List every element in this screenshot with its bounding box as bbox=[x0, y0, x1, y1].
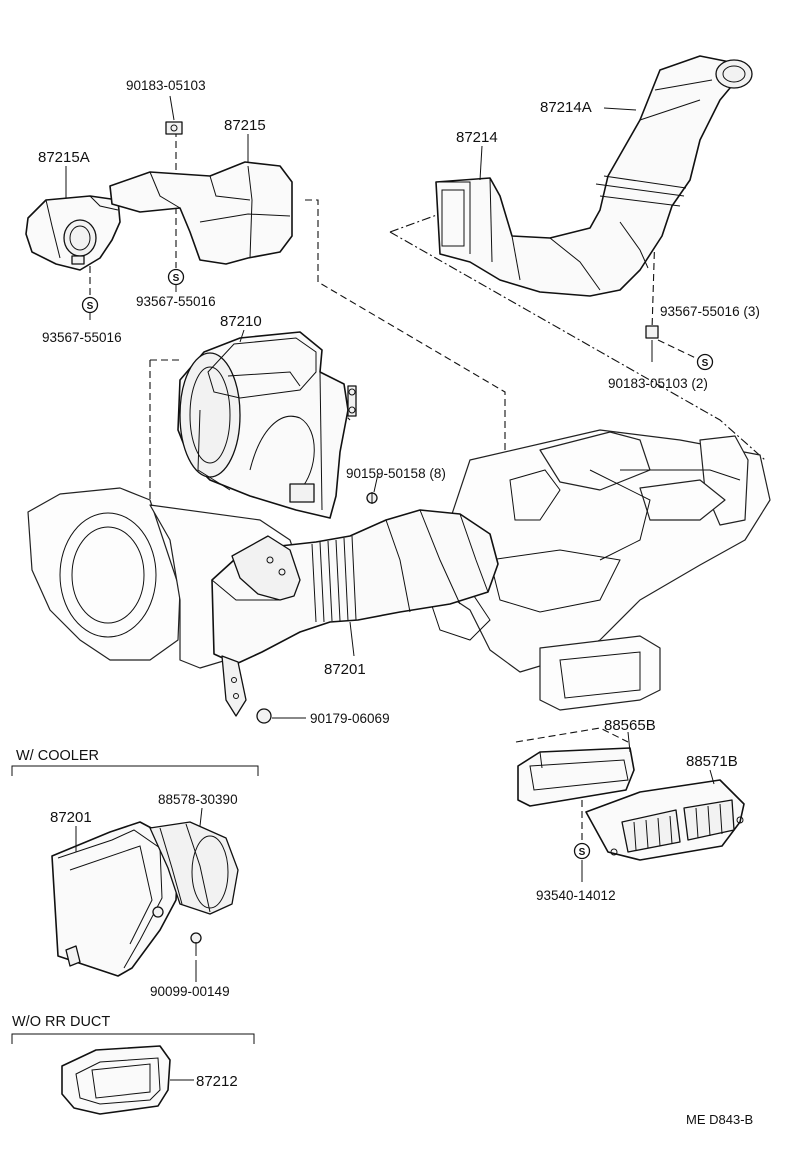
svg-text:S: S bbox=[579, 847, 586, 858]
section-heading-with-cooler: W/ COOLER bbox=[16, 748, 99, 764]
label-93567-55016-upper: 93567-55016 bbox=[136, 294, 216, 309]
air-duct-87201 bbox=[211, 509, 499, 724]
label-87215: 87215 bbox=[224, 117, 266, 134]
label-90159-50158-8: 90159-50158 (8) bbox=[346, 466, 446, 481]
label-93540-14012: 93540-14012 bbox=[536, 888, 616, 903]
s-symbol-1: S bbox=[81, 296, 99, 314]
label-87201-cooler: 87201 bbox=[50, 809, 92, 826]
label-88578-30390: 88578-30390 bbox=[158, 792, 238, 807]
label-90183-05103: 90183-05103 bbox=[126, 78, 206, 93]
s-symbol-4: S bbox=[573, 842, 591, 860]
duct-87214 bbox=[435, 55, 753, 339]
label-87201: 87201 bbox=[324, 661, 366, 678]
label-87210: 87210 bbox=[220, 313, 262, 330]
section-heading-without-rr-duct: W/O RR DUCT bbox=[12, 1014, 110, 1030]
screw-90159-50158 bbox=[366, 492, 378, 504]
label-90179-06069: 90179-06069 bbox=[310, 711, 390, 726]
label-87215A: 87215A bbox=[38, 149, 90, 166]
with-cooler-section bbox=[11, 765, 259, 977]
label-90183-05103-2: 90183-05103 (2) bbox=[608, 376, 708, 391]
part-labels: 90183-05103 87215 87215A 93567-55016 935… bbox=[38, 78, 760, 1090]
register-88571B bbox=[585, 779, 745, 861]
s-symbol-2: S bbox=[167, 268, 185, 286]
label-88571B: 88571B bbox=[686, 753, 738, 770]
label-87214: 87214 bbox=[456, 129, 498, 146]
svg-text:S: S bbox=[702, 358, 709, 369]
label-93567-55016-3: 93567-55016 (3) bbox=[660, 304, 760, 319]
figure-reference: ME D843-B bbox=[686, 1112, 753, 1127]
without-rr-duct-section bbox=[11, 1033, 255, 1115]
blower-case-87210 bbox=[177, 331, 357, 519]
label-88565B: 88565B bbox=[604, 717, 656, 734]
s-symbol-3: S bbox=[696, 353, 714, 371]
label-87214A: 87214A bbox=[540, 99, 592, 116]
label-90099-00149: 90099-00149 bbox=[150, 984, 230, 999]
register-88565B bbox=[517, 747, 635, 807]
duct-87215 bbox=[109, 121, 293, 265]
label-93567-55016-lower: 93567-55016 bbox=[42, 330, 122, 345]
svg-text:S: S bbox=[87, 301, 94, 312]
label-87212: 87212 bbox=[196, 1073, 238, 1090]
duct-87215A bbox=[25, 195, 121, 271]
svg-text:S: S bbox=[173, 273, 180, 284]
